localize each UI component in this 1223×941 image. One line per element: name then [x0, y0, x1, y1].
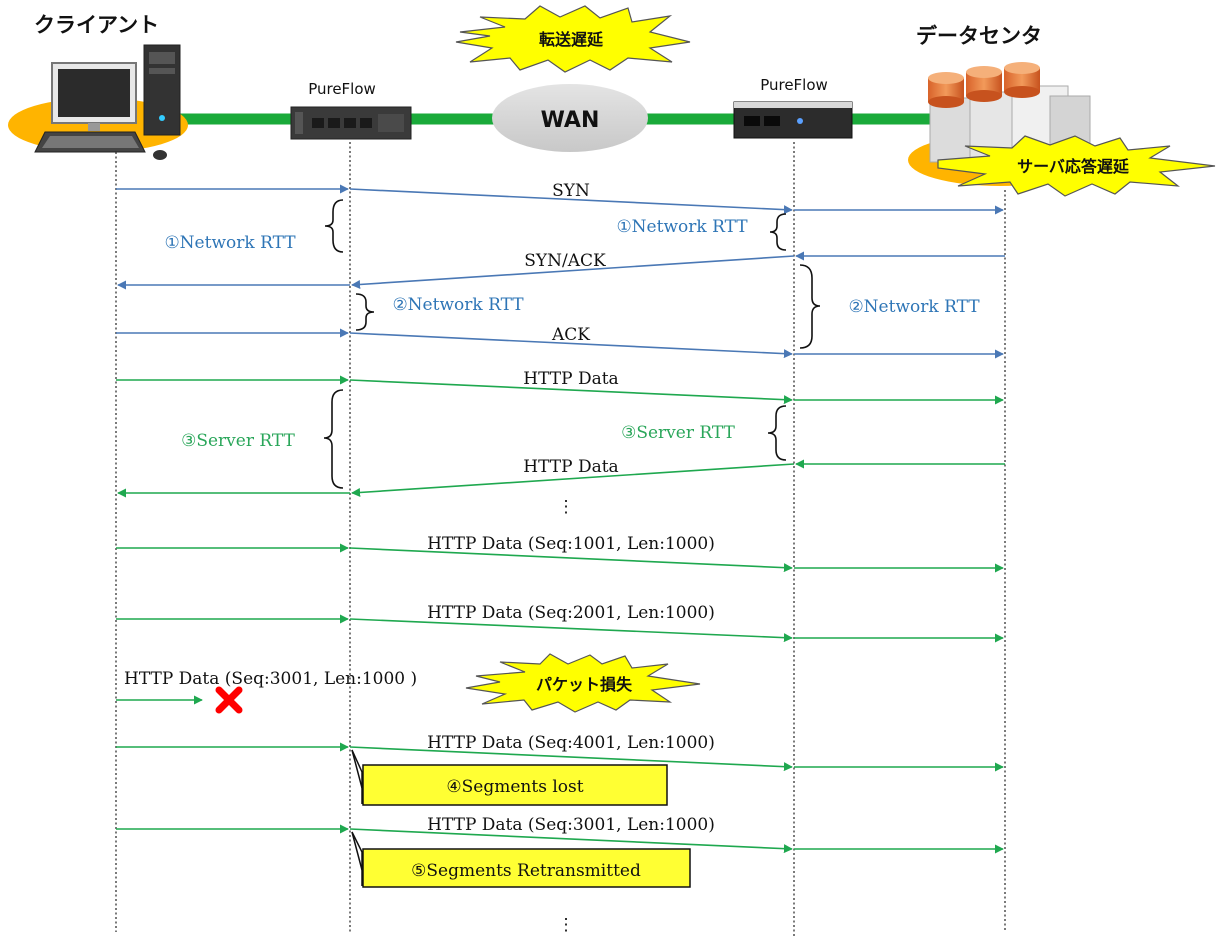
seq4001-label: HTTP Data (Seq:4001, Len:1000) [427, 733, 715, 753]
http-exchange [116, 375, 1005, 854]
seq3001-lost-label: HTTP Data (Seq:3001, Len:1000 ) [124, 669, 417, 689]
seq1001-label: HTTP Data (Seq:1001, Len:1000) [427, 534, 715, 554]
ack-arrow-2 [349, 332, 793, 359]
http-data-resp-arrow-2 [351, 463, 795, 497]
seq2001-label: HTTP Data (Seq:2001, Len:1000) [427, 603, 715, 623]
syn-label: SYN [552, 181, 590, 201]
syn-arrow-2 [349, 188, 793, 215]
pureflow-right-label: PureFlow [760, 76, 828, 94]
ellipsis-2: ⋮ [558, 915, 575, 935]
ack-label: ACK [551, 325, 590, 345]
server-rtt-left-label: ③Server RTT [181, 431, 295, 451]
net-rtt-1-left-label: ①Network RTT [164, 233, 296, 253]
http-data-req-label: HTTP Data [523, 369, 618, 389]
seq3001-retx-label: HTTP Data (Seq:3001, Len:1000) [427, 815, 715, 835]
seq4001-arrow-2 [349, 746, 793, 772]
packet-loss-x-icon [215, 686, 243, 714]
server-delay-label: サーバ応答遅延 [1017, 157, 1130, 176]
packet-loss-label: パケット損失 [536, 675, 633, 694]
syn-ack-label: SYN/ACK [524, 251, 606, 271]
brace-net-rtt-1-left [324, 199, 344, 253]
lifelines [115, 142, 1006, 938]
syn-ack-arrow-2 [351, 255, 795, 289]
datacenter-label: データセンタ [916, 24, 1042, 48]
brace-net-rtt-1-right [769, 213, 787, 251]
transfer-delay-burst: 転送遅延 [455, 5, 691, 73]
pureflow-left-device-icon [290, 106, 412, 140]
net-rtt-2-right-label: ②Network RTT [848, 297, 980, 317]
brace-net-rtt-2-right [799, 264, 821, 349]
pureflow-right-device-icon [733, 101, 853, 139]
segments-lost-note: ④Segments lost [351, 749, 668, 806]
segments-lost-label: ④Segments lost [446, 777, 583, 797]
client-computer-icon [8, 44, 188, 160]
http-data-resp-label: HTTP Data [523, 457, 618, 477]
ellipsis-1: ⋮ [558, 497, 575, 517]
pureflow-left-label: PureFlow [308, 80, 376, 98]
wan-cloud-icon [492, 84, 648, 152]
seq2001-arrow-2 [349, 618, 793, 643]
brace-server-rtt-left [323, 389, 344, 489]
seq1001-arrow-2 [349, 547, 793, 573]
net-rtt-1-right-label: ①Network RTT [616, 217, 748, 237]
server-rtt-right-label: ③Server RTT [621, 423, 735, 443]
segments-retransmitted-label: ⑤Segments Retransmitted [411, 861, 641, 881]
tcp-handshake [116, 184, 1005, 359]
wan-label: WAN [541, 108, 600, 133]
transfer-delay-label: 転送遅延 [539, 30, 604, 49]
brace-server-rtt-right [767, 405, 787, 461]
server-delay-burst: サーバ応答遅延 [937, 135, 1216, 197]
segments-retransmitted-note: ⑤Segments Retransmitted [351, 831, 691, 888]
seq3001-retx-arrow-2 [349, 828, 793, 854]
brace-net-rtt-2-left [355, 293, 375, 331]
client-label: クライアント [34, 13, 159, 37]
rtt-braces [323, 199, 821, 489]
http-data-req-arrow-2 [349, 379, 793, 405]
packet-loss-burst: パケット損失 [465, 653, 701, 713]
net-rtt-2-left-label: ②Network RTT [392, 295, 524, 315]
